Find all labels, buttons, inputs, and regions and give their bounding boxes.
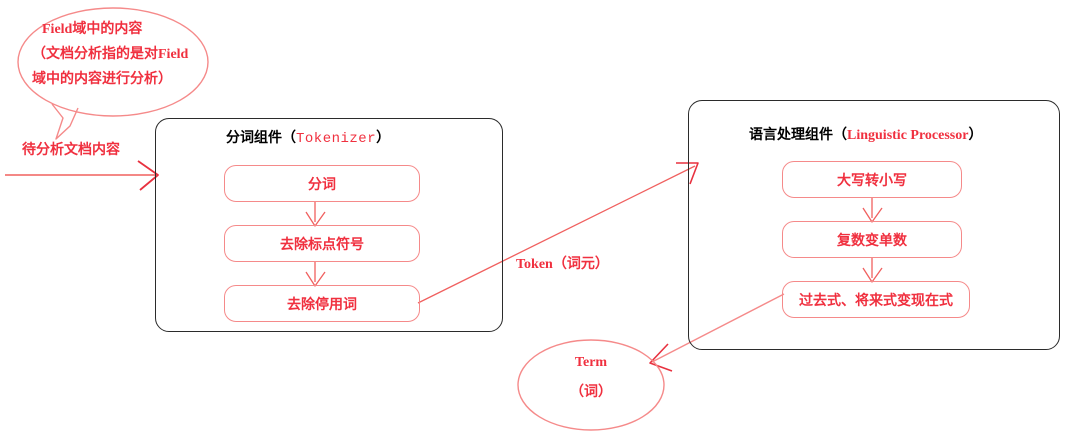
- panel-lp-paren-close: ）: [968, 126, 983, 142]
- term-arrow-head: [649, 343, 673, 372]
- step-tokenizer-2[interactable]: 去除标点符号: [224, 225, 420, 262]
- step-tokenizer-3-label: 去除停用词: [287, 295, 357, 312]
- panel-lp-title-en: Linguistic Processor: [847, 128, 969, 143]
- step-tokenizer-1[interactable]: 分词: [224, 165, 420, 202]
- edge-label-token: Token（词元）: [516, 257, 609, 272]
- token-arrow-line: [417, 165, 696, 304]
- term-arrow-line: [651, 293, 785, 363]
- panel-tokenizer-title: 分词组件（Tokenizer）: [226, 129, 390, 147]
- step-lp-1-label: 大写转小写: [837, 171, 907, 188]
- step-lp-3[interactable]: 过去式、将来式变现在式: [782, 281, 970, 318]
- input-arrow-head: [137, 160, 159, 191]
- panel-lp-title-cn: 语言处理组件: [749, 126, 833, 142]
- callout-bubble-outline: [17, 7, 209, 117]
- panel-tokenizer: [155, 118, 503, 332]
- step-tokenizer-2-label: 去除标点符号: [280, 235, 364, 252]
- panel-linguistic-processor: [688, 100, 1060, 350]
- lp-arrow-1-head: [862, 207, 883, 223]
- token-arrow-head: [676, 162, 699, 185]
- term-node-outline: [517, 339, 665, 431]
- panel-lp-paren-open: （: [833, 126, 847, 142]
- callout-bubble-tail: [51, 103, 79, 140]
- tokenizer-arrow-2-head: [305, 271, 326, 287]
- step-lp-2-label: 复数变单数: [837, 231, 907, 248]
- panel-tokenizer-title-cn: 分词组件: [226, 129, 282, 145]
- callout-line-1: Field域中的内容: [42, 22, 143, 37]
- input-label: 待分析文档内容: [22, 141, 120, 157]
- term-node-line-2: （词）: [570, 385, 612, 400]
- step-lp-2[interactable]: 复数变单数: [782, 221, 962, 258]
- panel-linguistic-processor-title: 语言处理组件（Linguistic Processor）: [749, 126, 982, 144]
- step-lp-1[interactable]: 大写转小写: [782, 161, 962, 198]
- step-tokenizer-3[interactable]: 去除停用词: [224, 285, 420, 322]
- callout-line-3: 域中的内容进行分析）: [32, 72, 172, 87]
- panel-tokenizer-paren-open: （: [282, 129, 296, 145]
- panel-tokenizer-title-en: Tokenizer: [296, 131, 377, 147]
- tokenizer-arrow-1-head: [305, 211, 326, 227]
- step-lp-3-label: 过去式、将来式变现在式: [799, 291, 953, 308]
- lp-arrow-2-head: [862, 267, 883, 283]
- panel-tokenizer-paren-close: ）: [376, 129, 391, 145]
- step-tokenizer-1-label: 分词: [308, 175, 336, 192]
- callout-line-2: （文档分析指的是对Field: [32, 47, 189, 62]
- term-node-line-1: Term: [574, 355, 608, 370]
